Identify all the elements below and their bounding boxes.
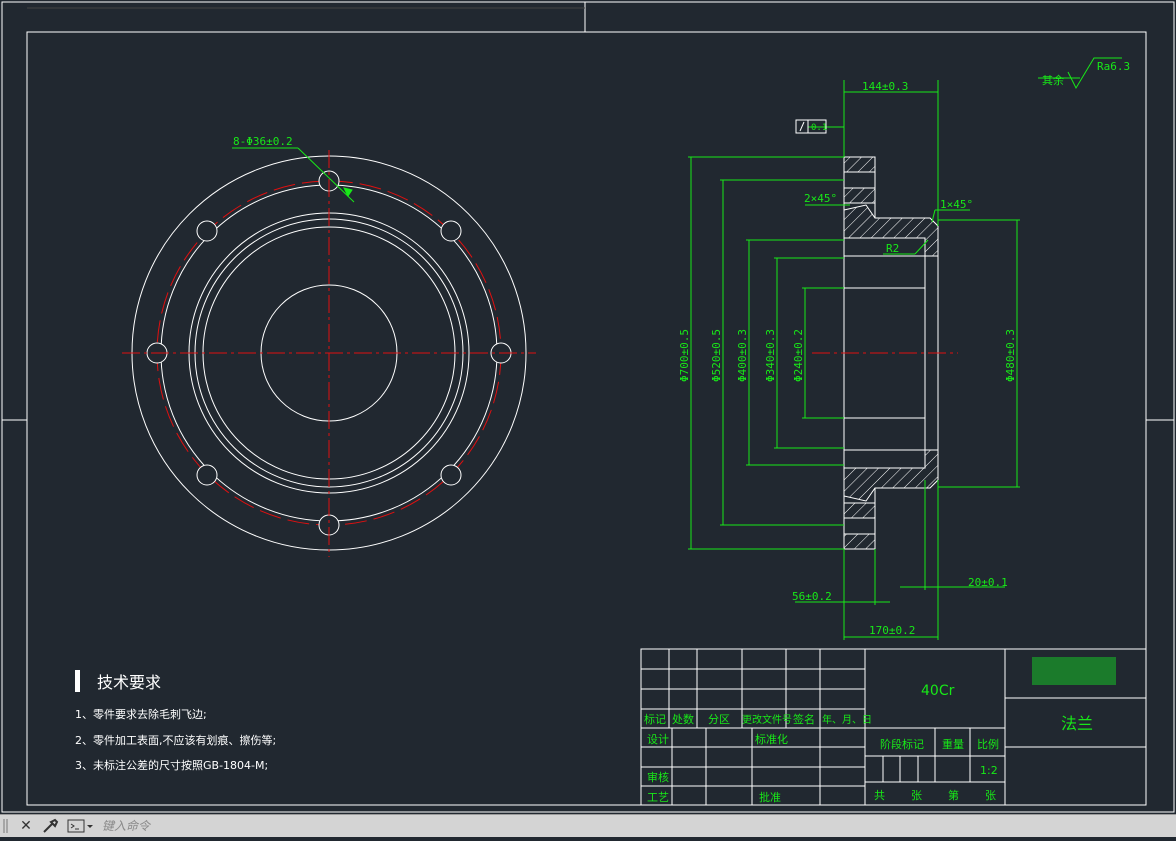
section-view: Φ700±0.5 Φ520±0.5 Φ400±0.3 Φ340±0.3 Φ240… bbox=[678, 57, 1130, 640]
tb-review: 审核 bbox=[647, 770, 669, 784]
tb-total: 共 bbox=[874, 789, 885, 802]
tech-title: 技术要求 bbox=[97, 673, 161, 692]
tb-page: 第 bbox=[948, 788, 959, 802]
command-line-bar: ✕ bbox=[0, 814, 1176, 837]
dim-d400: Φ400±0.3 bbox=[736, 329, 749, 382]
chamfer-right: 1×45° bbox=[940, 198, 973, 211]
tb-sheet2: 张 bbox=[985, 789, 996, 802]
cad-drawing-canvas[interactable]: 8-Φ36±0.2 bbox=[0, 0, 1176, 814]
logo-placeholder bbox=[1032, 657, 1116, 685]
svg-text:其余: 其余 bbox=[1042, 73, 1064, 87]
tech-note-3: 3、未标注公差的尺寸按照GB-1804-M; bbox=[75, 758, 268, 772]
command-prompt-icon[interactable] bbox=[66, 818, 94, 834]
tech-note-2: 2、零件加工表面,不应该有划痕、擦伤等; bbox=[75, 733, 276, 747]
dim-d240: Φ240±0.2 bbox=[792, 329, 805, 382]
tech-requirements: 技术要求 1、零件要求去除毛刺飞边; 2、零件加工表面,不应该有划痕、擦伤等; … bbox=[75, 670, 276, 772]
title-block bbox=[640, 648, 1147, 806]
tb-standard: 标准化 bbox=[755, 732, 788, 746]
dim-w56: 56±0.2 bbox=[792, 590, 832, 603]
tb-h-count: 处数 bbox=[672, 713, 694, 726]
dim-w170: 170±0.2 bbox=[869, 624, 915, 637]
sheet-border bbox=[1, 1, 1175, 813]
tb-h-date: 年、月、日 bbox=[822, 713, 872, 726]
bolt-hole-callout: 8-Φ36±0.2 bbox=[233, 135, 293, 148]
fillet-label: R2 bbox=[886, 242, 899, 255]
tb-process: 工艺 bbox=[647, 791, 669, 804]
dim-d480: Φ480±0.3 bbox=[1004, 329, 1017, 382]
tb-weight: 重量 bbox=[942, 737, 964, 751]
tb-h-mark: 标记 bbox=[644, 712, 666, 726]
command-input[interactable] bbox=[96, 817, 1168, 835]
close-icon[interactable]: ✕ bbox=[20, 818, 32, 834]
front-view: 8-Φ36±0.2 bbox=[122, 135, 536, 557]
chamfer-left: 2×45° bbox=[804, 192, 837, 205]
tb-stage: 阶段标记 bbox=[880, 737, 924, 751]
tb-sheets: 张 bbox=[911, 789, 922, 802]
flatness-tolerance-frame: 0.1 bbox=[795, 119, 827, 134]
command-grip-handle[interactable] bbox=[0, 815, 22, 837]
tb-h-sign: 签名 bbox=[793, 712, 815, 726]
tb-part-name: 法兰 bbox=[1061, 714, 1093, 733]
tb-h-zone: 分区 bbox=[708, 713, 730, 726]
svg-text:Ra6.3: Ra6.3 bbox=[1097, 60, 1130, 73]
dim-d700: Φ700±0.5 bbox=[678, 329, 691, 382]
tb-scale-label: 比例 bbox=[977, 737, 999, 751]
tb-material: 40Cr bbox=[921, 683, 955, 699]
dim-d340: Φ340±0.3 bbox=[764, 329, 777, 382]
tb-approve: 批准 bbox=[759, 790, 781, 804]
dim-w144: 144±0.3 bbox=[862, 80, 908, 93]
svg-text:0.1: 0.1 bbox=[811, 123, 827, 133]
tb-h-doc: 更改文件号 bbox=[742, 713, 792, 726]
wrench-icon[interactable] bbox=[40, 818, 60, 834]
dim-w20: 20±0.1 bbox=[968, 576, 1008, 589]
tb-design: 设计 bbox=[647, 733, 669, 746]
tech-note-1: 1、零件要求去除毛刺飞边; bbox=[75, 707, 207, 721]
tb-scale: 1:2 bbox=[980, 764, 998, 777]
roughness-symbol: 其余 Ra6.3 bbox=[1042, 57, 1130, 90]
dim-d520: Φ520±0.5 bbox=[710, 329, 723, 382]
